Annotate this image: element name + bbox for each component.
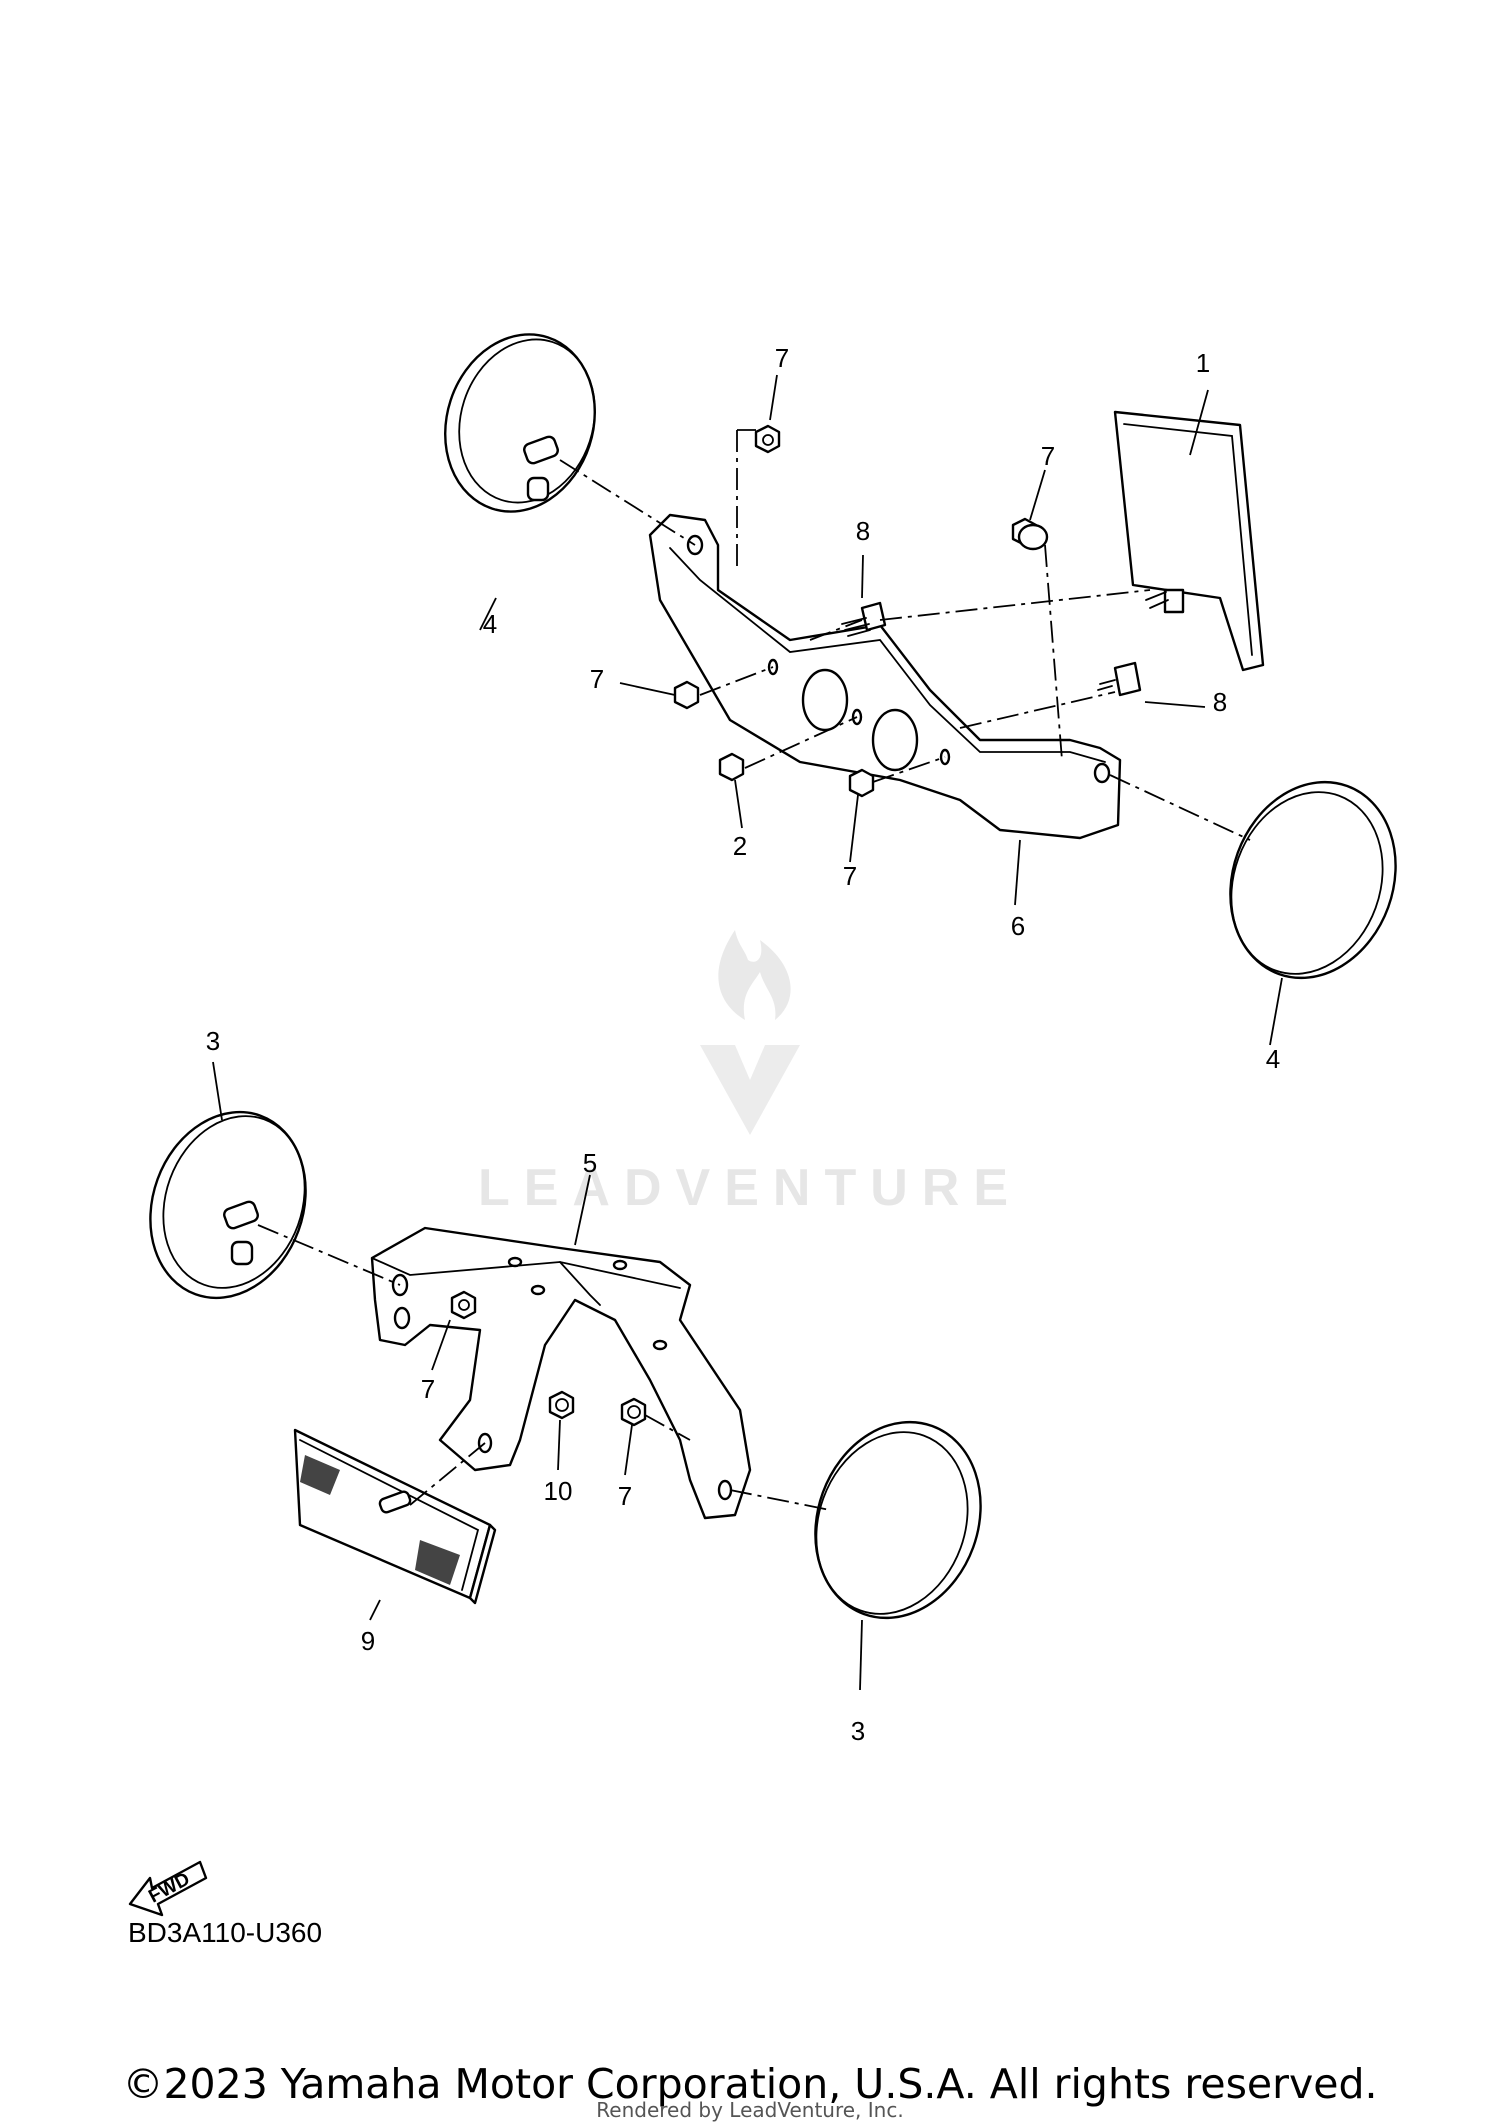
callout-5: 5 bbox=[583, 1148, 597, 1178]
reflector-rectangular-upper bbox=[1113, 410, 1265, 672]
callout-6: 6 bbox=[1011, 911, 1025, 941]
fwd-arrow-icon: FWD bbox=[128, 1860, 208, 1917]
reflector-round-lower-left bbox=[149, 1110, 307, 1300]
copyright-notice: ©2023 Yamaha Motor Corporation, U.S.A. A… bbox=[122, 2060, 1378, 2108]
callout-7-c: 7 bbox=[590, 664, 604, 694]
callout-4-upper: 4 bbox=[483, 609, 497, 639]
reflector-round-upper-left bbox=[444, 333, 596, 513]
reflector-round-upper-right bbox=[1229, 780, 1397, 980]
callout-7-b: 7 bbox=[1041, 441, 1055, 471]
callout-4-lower: 4 bbox=[1266, 1044, 1280, 1074]
upper-bracket bbox=[648, 513, 1122, 840]
watermark-text: LEADVENTURE bbox=[478, 1159, 1022, 1217]
reflector-rectangular-lower bbox=[293, 1428, 497, 1605]
upper-leader-lines bbox=[479, 374, 1283, 1046]
leadventure-watermark: LEADVENTURE bbox=[478, 930, 1022, 1217]
callout-8-a: 8 bbox=[856, 516, 870, 546]
lower-fasteners bbox=[450, 1290, 647, 1427]
diagram-code: BD3A110-U360 bbox=[128, 1917, 323, 1948]
callout-8-b: 8 bbox=[1213, 687, 1227, 717]
callout-7-d: 7 bbox=[843, 861, 857, 891]
reflector-round-lower-right bbox=[814, 1420, 982, 1620]
callout-2: 2 bbox=[733, 831, 747, 861]
lower-assembly-lines bbox=[257, 1224, 831, 1511]
callouts: 1 2 3 3 4 4 5 6 7 7 7 7 7 7 8 8 9 10 bbox=[206, 343, 1280, 1746]
fwd-label: FWD bbox=[145, 1869, 193, 1908]
callout-7-e: 7 bbox=[421, 1374, 435, 1404]
callout-3-lower: 3 bbox=[851, 1716, 865, 1746]
callout-7-a: 7 bbox=[775, 343, 789, 373]
callout-7-f: 7 bbox=[618, 1481, 632, 1511]
lower-leader-lines bbox=[212, 1061, 863, 1691]
callout-10: 10 bbox=[544, 1476, 573, 1506]
upper-assembly-lines bbox=[559, 429, 1251, 841]
rendered-by-notice: Rendered by LeadVenture, Inc. bbox=[596, 2098, 904, 2122]
callout-9: 9 bbox=[361, 1626, 375, 1656]
callout-3-upper: 3 bbox=[206, 1026, 220, 1056]
upper-fasteners bbox=[673, 424, 1142, 798]
callout-1: 1 bbox=[1196, 348, 1210, 378]
lower-bracket bbox=[370, 1226, 752, 1520]
